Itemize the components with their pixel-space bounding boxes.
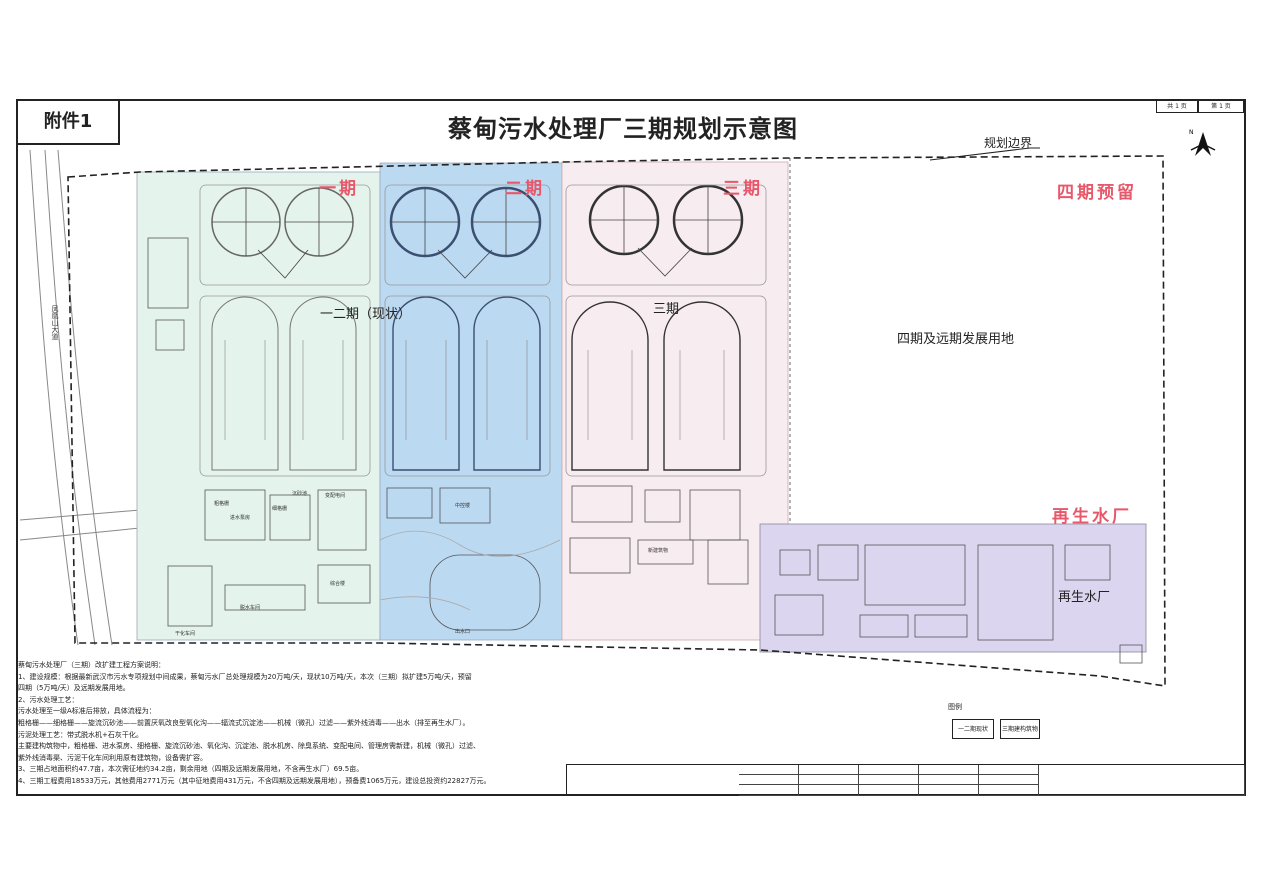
note-line: 1、建设规模：根据最新武汉市污水专项规划中间成果，蔡甸污水厂总处理规模为20万吨… bbox=[18, 672, 472, 681]
title-block bbox=[566, 764, 1246, 796]
phase4-label: 四期预留 bbox=[1057, 183, 1137, 203]
reclaimed-phase-label: 再生水厂 bbox=[1052, 507, 1132, 527]
label-dewatering: 脱水车间 bbox=[240, 605, 261, 611]
svg-text:N: N bbox=[1189, 129, 1194, 136]
road-label: 凤凰山大道 bbox=[51, 305, 59, 340]
boundary-label: 规划边界 bbox=[984, 136, 1033, 150]
note-line: 4、三期工程费用18533万元，其他费用2771万元（其中征地费用431万元，不… bbox=[18, 776, 491, 785]
note-line: 主要建构筑物中，粗格栅、进水泵房、细格栅、旋流沉砂池、氧化沟、沉淀池、脱水机房、… bbox=[18, 742, 480, 751]
label-fine-screen: 细格栅 bbox=[272, 506, 288, 512]
note-line: 污泥处理工艺：带式脱水机+石灰干化。 bbox=[18, 730, 143, 739]
legend-existing: 一二期现状 bbox=[952, 719, 994, 739]
note-line: 粗格栅——细格栅——旋流沉砂池——前置厌氧改良型氧化沟——辐流式沉淀池——机械（… bbox=[18, 718, 470, 727]
label-substation: 变配电间 bbox=[325, 493, 346, 499]
label-sludge-house: 干化车间 bbox=[175, 631, 196, 637]
planning-boundary bbox=[67, 155, 1166, 687]
note-line: 紫外线消毒渠、污泥干化车间利用原有建筑物，设备需扩容。 bbox=[18, 753, 207, 762]
future-zone-label: 四期及远期发展用地 bbox=[897, 332, 1015, 347]
label-middle-control: 中控楼 bbox=[455, 503, 471, 509]
label-comprehensive: 综合楼 bbox=[330, 581, 346, 587]
reclaimed-zone-label: 再生水厂 bbox=[1058, 590, 1111, 605]
project-notes: 蔡甸污水处理厂（三期）改扩建工程方案说明： 1、建设规模：根据最新武汉市污水专项… bbox=[18, 660, 578, 788]
label-new-building: 新建筑物 bbox=[648, 548, 669, 554]
label-coarse-screen: 粗格栅 bbox=[214, 501, 230, 507]
phase1-label: 一期 bbox=[319, 179, 359, 199]
legend-title: 图例 bbox=[948, 703, 962, 711]
phase2-label: 二期 bbox=[505, 179, 545, 199]
page-total: 共 1 页 bbox=[1156, 101, 1198, 113]
existing-zone-label: 一二期（现状） bbox=[320, 307, 412, 322]
note-line: 2、污水处理工艺： bbox=[18, 695, 79, 704]
legend-phase3: 三期建构筑物 bbox=[1000, 719, 1040, 739]
phase3-area bbox=[561, 161, 789, 641]
notes-heading: 蔡甸污水处理厂（三期）改扩建工程方案说明： bbox=[18, 661, 165, 669]
label-influent-pump: 进水泵房 bbox=[230, 515, 251, 521]
page-number: 第 1 页 bbox=[1198, 101, 1244, 113]
note-line: 3、三期占地面积约47.7亩，本次需征地约34.2亩，剩余用地（四期及远期发展用… bbox=[18, 765, 364, 774]
road-lines bbox=[19, 149, 141, 646]
note-line: 四期（5万吨/天）及远期发展用地。 bbox=[18, 684, 130, 693]
phase3-label: 三期 bbox=[723, 179, 763, 199]
clarifiers bbox=[211, 184, 744, 279]
note-line: 污水处理至一级A标准后排放，具体流程为： bbox=[18, 707, 156, 716]
phase1-area bbox=[136, 171, 381, 641]
label-grit-chamber: 沉砂池 bbox=[292, 491, 308, 497]
attachment-label: 附件1 bbox=[18, 101, 120, 145]
drawing-title: 蔡甸污水处理厂三期规划示意图 bbox=[448, 115, 798, 143]
phase3-zone-label: 三期 bbox=[653, 302, 680, 317]
oxidation-ditches bbox=[211, 296, 741, 471]
label-outlet: 出水口 bbox=[455, 629, 471, 635]
north-arrow-icon: N bbox=[1189, 129, 1216, 156]
